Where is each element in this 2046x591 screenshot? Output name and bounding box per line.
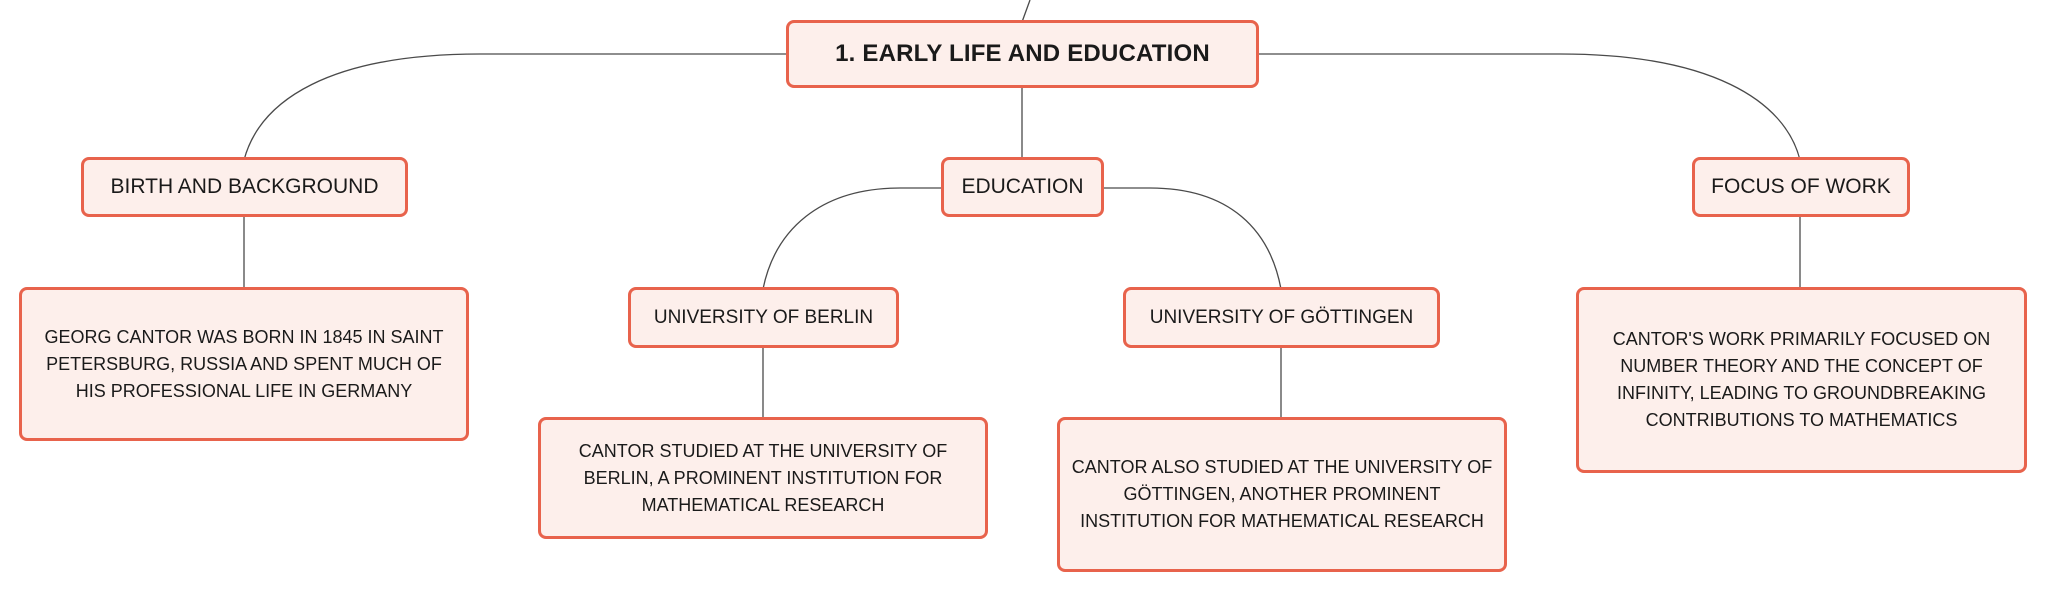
root-node[interactable]: 1. EARLY LIFE AND EDUCATION [786,20,1259,88]
detail-focus-text: CANTOR'S WORK PRIMARILY FOCUSED ON NUMBE… [1612,329,1991,430]
connector-root-to-focus [1259,53,1801,161]
subtopic-university-of-gottingen[interactable]: UNIVERSITY OF GÖTTINGEN [1123,287,1440,348]
connector-parent-to-root [1021,0,1031,23]
detail-university-of-berlin[interactable]: CANTOR STUDIED AT THE UNIVERSITY OF BERL… [538,417,988,539]
connector-education-to-berlin [762,187,944,290]
detail-focus-of-work[interactable]: CANTOR'S WORK PRIMARILY FOCUSED ON NUMBE… [1576,287,2027,473]
topic-birth-and-background[interactable]: BIRTH AND BACKGROUND [81,157,408,217]
connector-root-to-birth [243,53,786,161]
subtopic-berlin-label: UNIVERSITY OF BERLIN [653,306,874,328]
connector-education-to-gottingen [1103,187,1282,290]
topic-education[interactable]: EDUCATION [941,157,1104,217]
topic-focus-label: FOCUS OF WORK [1711,175,1891,198]
subtopic-university-of-berlin[interactable]: UNIVERSITY OF BERLIN [628,287,899,348]
detail-gottingen-text: CANTOR ALSO STUDIED AT THE UNIVERSITY OF… [1071,457,1493,531]
detail-university-of-gottingen[interactable]: CANTOR ALSO STUDIED AT THE UNIVERSITY OF… [1057,417,1507,572]
root-label: 1. EARLY LIFE AND EDUCATION [835,40,1210,67]
detail-birth-text: GEORG CANTOR WAS BORN IN 1845 IN SAINT P… [44,326,444,401]
topic-birth-label: BIRTH AND BACKGROUND [110,175,379,198]
topic-focus-of-work[interactable]: FOCUS OF WORK [1692,157,1910,217]
subtopic-gottingen-label: UNIVERSITY OF GÖTTINGEN [1149,306,1414,328]
detail-berlin-text: CANTOR STUDIED AT THE UNIVERSITY OF BERL… [578,440,948,515]
detail-birth-and-background[interactable]: GEORG CANTOR WAS BORN IN 1845 IN SAINT P… [19,287,469,441]
topic-education-label: EDUCATION [961,175,1084,198]
